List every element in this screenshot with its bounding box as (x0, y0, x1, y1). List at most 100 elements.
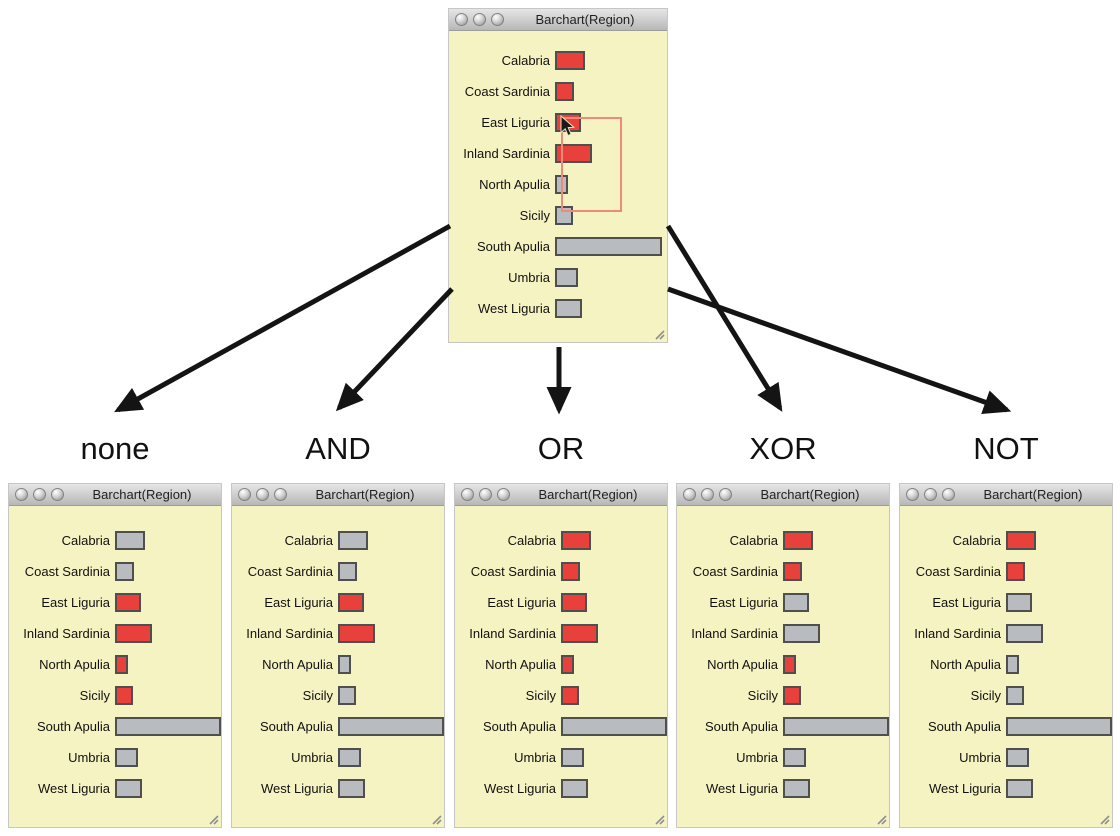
close-button-icon[interactable] (15, 488, 28, 501)
close-button-icon[interactable] (683, 488, 696, 501)
bar-west-liguria[interactable] (338, 779, 365, 798)
bar-sicily[interactable] (338, 686, 356, 705)
bar-umbria[interactable] (1006, 748, 1029, 767)
bar-calabria[interactable] (1006, 531, 1036, 550)
bar-inland-sardinia[interactable] (115, 624, 152, 643)
bar-calabria[interactable] (115, 531, 145, 550)
bar-calabria[interactable] (338, 531, 368, 550)
bar-east-liguria[interactable] (115, 593, 141, 612)
zoom-button-icon[interactable] (942, 488, 955, 501)
bar-south-apulia[interactable] (561, 717, 667, 736)
barchart-row-calabria: Calabria (449, 45, 667, 76)
bar-coast-sardinia[interactable] (338, 562, 357, 581)
barchart-row-sicily: Sicily (455, 680, 667, 711)
bar-north-apulia[interactable] (561, 655, 574, 674)
minimize-button-icon[interactable] (33, 488, 46, 501)
bar-calabria[interactable] (561, 531, 591, 550)
titlebar[interactable]: Barchart(Region) (455, 484, 667, 506)
bar-umbria[interactable] (338, 748, 361, 767)
bar-sicily[interactable] (1006, 686, 1024, 705)
titlebar[interactable]: Barchart(Region) (677, 484, 889, 506)
zoom-button-icon[interactable] (491, 13, 504, 26)
rubberband-selection[interactable] (561, 117, 622, 212)
window-title: Barchart(Region) (760, 487, 860, 502)
bar-inland-sardinia[interactable] (561, 624, 598, 643)
barchart-row-west-liguria: West Liguria (455, 773, 667, 804)
resize-handle-icon[interactable] (652, 812, 665, 825)
bar-inland-sardinia[interactable] (1006, 624, 1043, 643)
bar-north-apulia[interactable] (115, 655, 128, 674)
bar-inland-sardinia[interactable] (783, 624, 820, 643)
bar-umbria[interactable] (115, 748, 138, 767)
titlebar[interactable]: Barchart(Region) (900, 484, 1112, 506)
bar-south-apulia[interactable] (783, 717, 889, 736)
bar-coast-sardinia[interactable] (115, 562, 134, 581)
bar-south-apulia[interactable] (555, 237, 662, 256)
region-label: Inland Sardinia (691, 626, 778, 641)
bar-calabria[interactable] (783, 531, 813, 550)
region-label: Umbria (514, 750, 556, 765)
bar-sicily[interactable] (561, 686, 579, 705)
region-label: Calabria (501, 53, 550, 68)
minimize-button-icon[interactable] (924, 488, 937, 501)
bar-sicily[interactable] (783, 686, 801, 705)
barchart-row-umbria: Umbria (9, 742, 221, 773)
resize-handle-icon[interactable] (874, 812, 887, 825)
minimize-button-icon[interactable] (701, 488, 714, 501)
barchart-row-coast-sardinia: Coast Sardinia (900, 556, 1112, 587)
bar-coast-sardinia[interactable] (1006, 562, 1025, 581)
bar-east-liguria[interactable] (338, 593, 364, 612)
resize-handle-icon[interactable] (652, 327, 665, 340)
bar-coast-sardinia[interactable] (561, 562, 580, 581)
bar-east-liguria[interactable] (783, 593, 809, 612)
titlebar[interactable]: Barchart(Region) (9, 484, 221, 506)
bar-west-liguria[interactable] (561, 779, 588, 798)
bar-coast-sardinia[interactable] (783, 562, 802, 581)
barchart-row-inland-sardinia: Inland Sardinia (455, 618, 667, 649)
zoom-button-icon[interactable] (497, 488, 510, 501)
bar-west-liguria[interactable] (555, 299, 582, 318)
bar-west-liguria[interactable] (115, 779, 142, 798)
bar-east-liguria[interactable] (561, 593, 587, 612)
bar-umbria[interactable] (555, 268, 578, 287)
bar-west-liguria[interactable] (1006, 779, 1033, 798)
bar-coast-sardinia[interactable] (555, 82, 574, 101)
zoom-button-icon[interactable] (274, 488, 287, 501)
bar-south-apulia[interactable] (115, 717, 221, 736)
resize-handle-icon[interactable] (1097, 812, 1110, 825)
titlebar[interactable]: Barchart(Region) (449, 9, 667, 31)
bar-calabria[interactable] (555, 51, 585, 70)
titlebar[interactable]: Barchart(Region) (232, 484, 444, 506)
close-button-icon[interactable] (238, 488, 251, 501)
bar-south-apulia[interactable] (338, 717, 444, 736)
bar-north-apulia[interactable] (1006, 655, 1019, 674)
bar-north-apulia[interactable] (783, 655, 796, 674)
bar-inland-sardinia[interactable] (338, 624, 375, 643)
barchart-row-north-apulia: North Apulia (900, 649, 1112, 680)
zoom-button-icon[interactable] (719, 488, 732, 501)
close-button-icon[interactable] (461, 488, 474, 501)
bar-umbria[interactable] (561, 748, 584, 767)
close-button-icon[interactable] (906, 488, 919, 501)
bar-inland-sardinia[interactable] (555, 144, 592, 163)
region-label: Calabria (61, 533, 110, 548)
zoom-button-icon[interactable] (51, 488, 64, 501)
bar-sicily[interactable] (115, 686, 133, 705)
resize-handle-icon[interactable] (206, 812, 219, 825)
region-label: West Liguria (928, 781, 1001, 796)
minimize-button-icon[interactable] (473, 13, 486, 26)
bar-north-apulia[interactable] (338, 655, 351, 674)
resize-handle-icon[interactable] (429, 812, 442, 825)
region-label: West Liguria (477, 301, 550, 316)
minimize-button-icon[interactable] (479, 488, 492, 501)
minimize-button-icon[interactable] (256, 488, 269, 501)
bar-umbria[interactable] (783, 748, 806, 767)
bar-west-liguria[interactable] (783, 779, 810, 798)
close-button-icon[interactable] (455, 13, 468, 26)
arrow-to-none (114, 223, 452, 413)
bar-south-apulia[interactable] (1006, 717, 1112, 736)
bar-east-liguria[interactable] (1006, 593, 1032, 612)
